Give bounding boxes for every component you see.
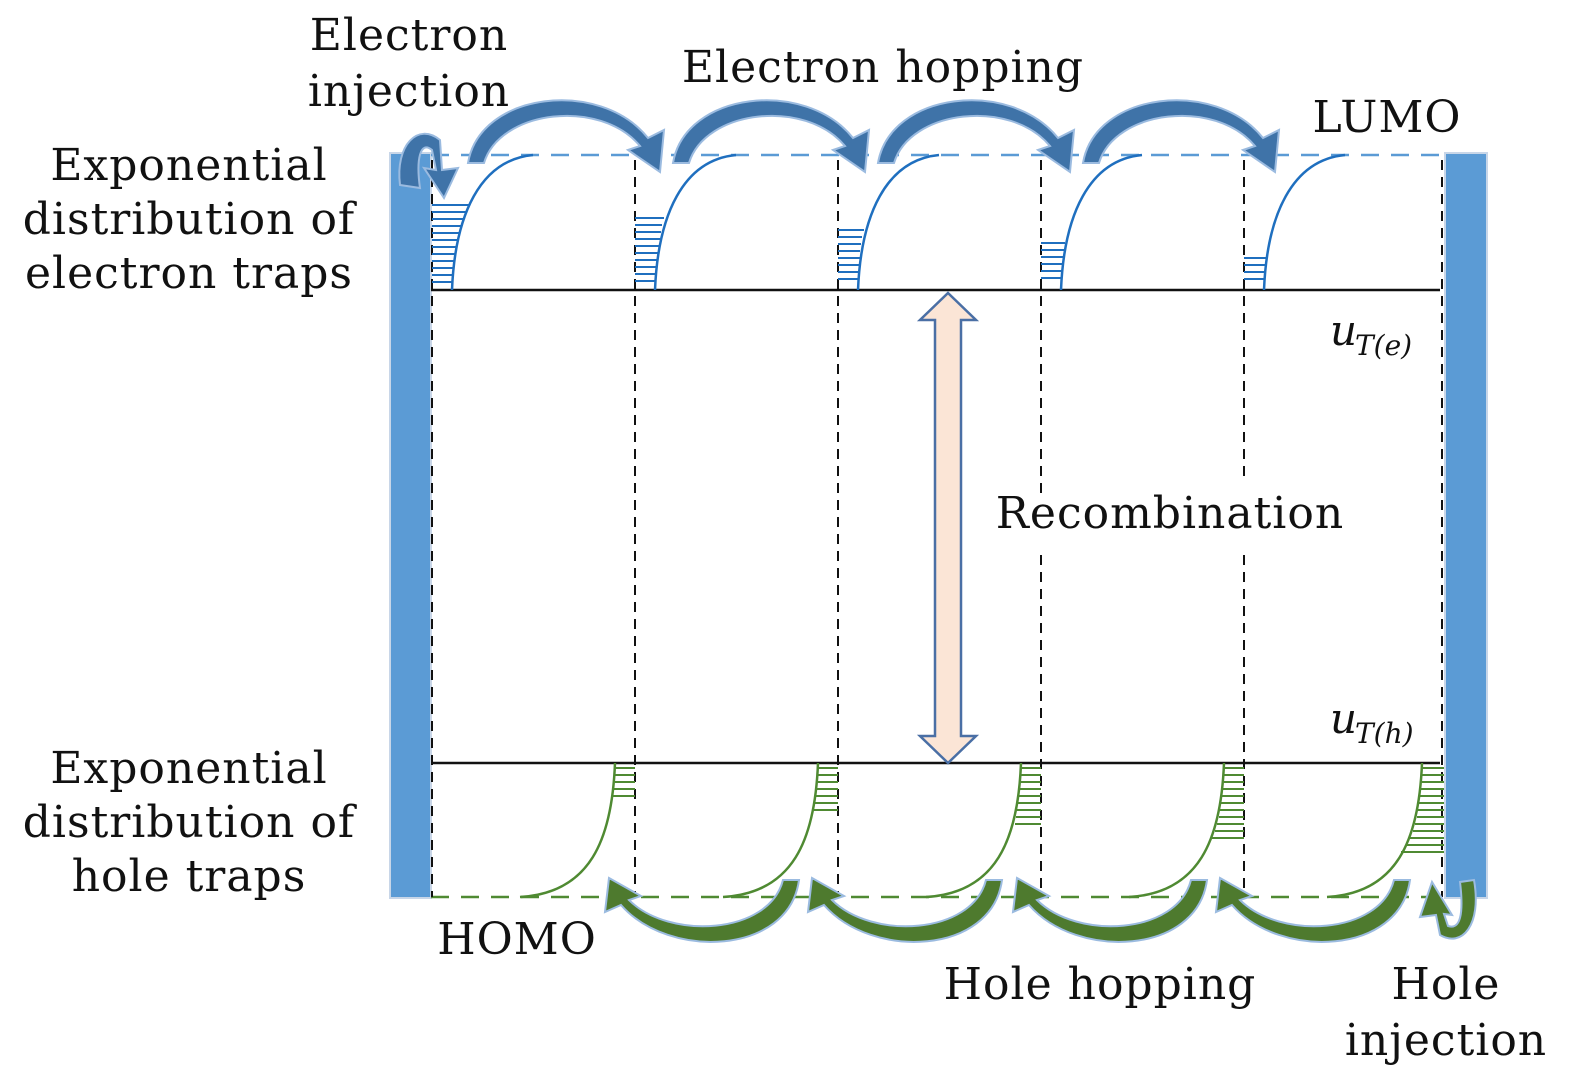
electron-injection-label-line2: injection [308, 66, 510, 117]
hole-traps-label-line3: hole traps [72, 851, 307, 902]
electron-trap-distributions [450, 153, 1346, 291]
electron-hopping-label: Electron hopping [682, 42, 1084, 93]
right-electrode [1444, 152, 1488, 899]
electron-injection-arrow [398, 132, 460, 201]
electron-traps-label-line3: electron traps [25, 248, 353, 299]
uth-subscript: T(h) [1355, 717, 1414, 750]
ute-subscript: T(e) [1355, 329, 1412, 362]
hole-injection-label-line1: Hole [1392, 959, 1501, 1010]
electron-traps-label-line1: Exponential [50, 140, 327, 191]
homo-label: HOMO [437, 914, 597, 965]
hole-traps-label-line2: distribution of [23, 797, 357, 848]
left-electrode [389, 152, 432, 899]
hole-trap-fill-lines [613, 767, 1444, 853]
lumo-label: LUMO [1312, 92, 1461, 143]
uth-symbol: u [1330, 694, 1357, 743]
electron-hopping-arrows [466, 99, 1281, 174]
hole-traps-label-line1: Exponential [50, 743, 327, 794]
electron-traps-label-line2: distribution of [23, 194, 357, 245]
recombination-arrow [916, 291, 980, 765]
hole-hopping-label: Hole hopping [944, 959, 1257, 1010]
recombination-label: Recombination [996, 488, 1344, 539]
hole-trap-energy-label: u T(h) [1330, 694, 1414, 750]
hole-trap-distributions [519, 762, 1424, 899]
hole-injection-label-line2: injection [1345, 1015, 1547, 1066]
electron-injection-label-line1: Electron [310, 10, 508, 61]
electron-trap-fill-lines [432, 204, 1267, 283]
hole-injection-arrow [1418, 878, 1477, 940]
electron-trap-energy-label: u T(e) [1330, 306, 1412, 362]
ute-symbol: u [1330, 306, 1357, 355]
hole-hopping-arrows [603, 876, 1412, 943]
